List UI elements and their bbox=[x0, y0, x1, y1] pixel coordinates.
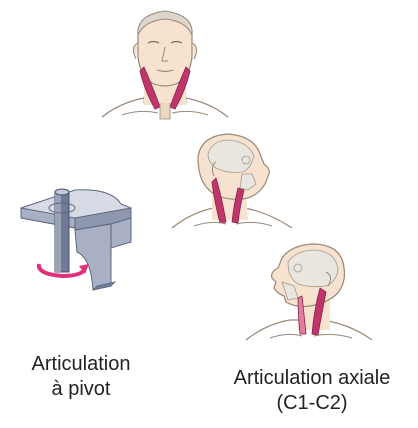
pivot-caption-line-2: à pivot bbox=[0, 377, 162, 402]
head-turned-icon bbox=[240, 238, 376, 350]
pivot-caption-line-1: Articulation bbox=[0, 352, 162, 377]
pivot-joint-caption: Articulation à pivot bbox=[0, 352, 162, 402]
axial-caption-line-1: Articulation axiale bbox=[204, 366, 418, 391]
axial-joint-caption: Articulation axiale (C1-C2) bbox=[204, 366, 418, 416]
pivot-joint-icon bbox=[15, 182, 139, 298]
axial-caption-line-2: (C1-C2) bbox=[204, 391, 418, 416]
head-front-icon bbox=[100, 5, 230, 135]
head-turning-icon bbox=[168, 128, 296, 240]
